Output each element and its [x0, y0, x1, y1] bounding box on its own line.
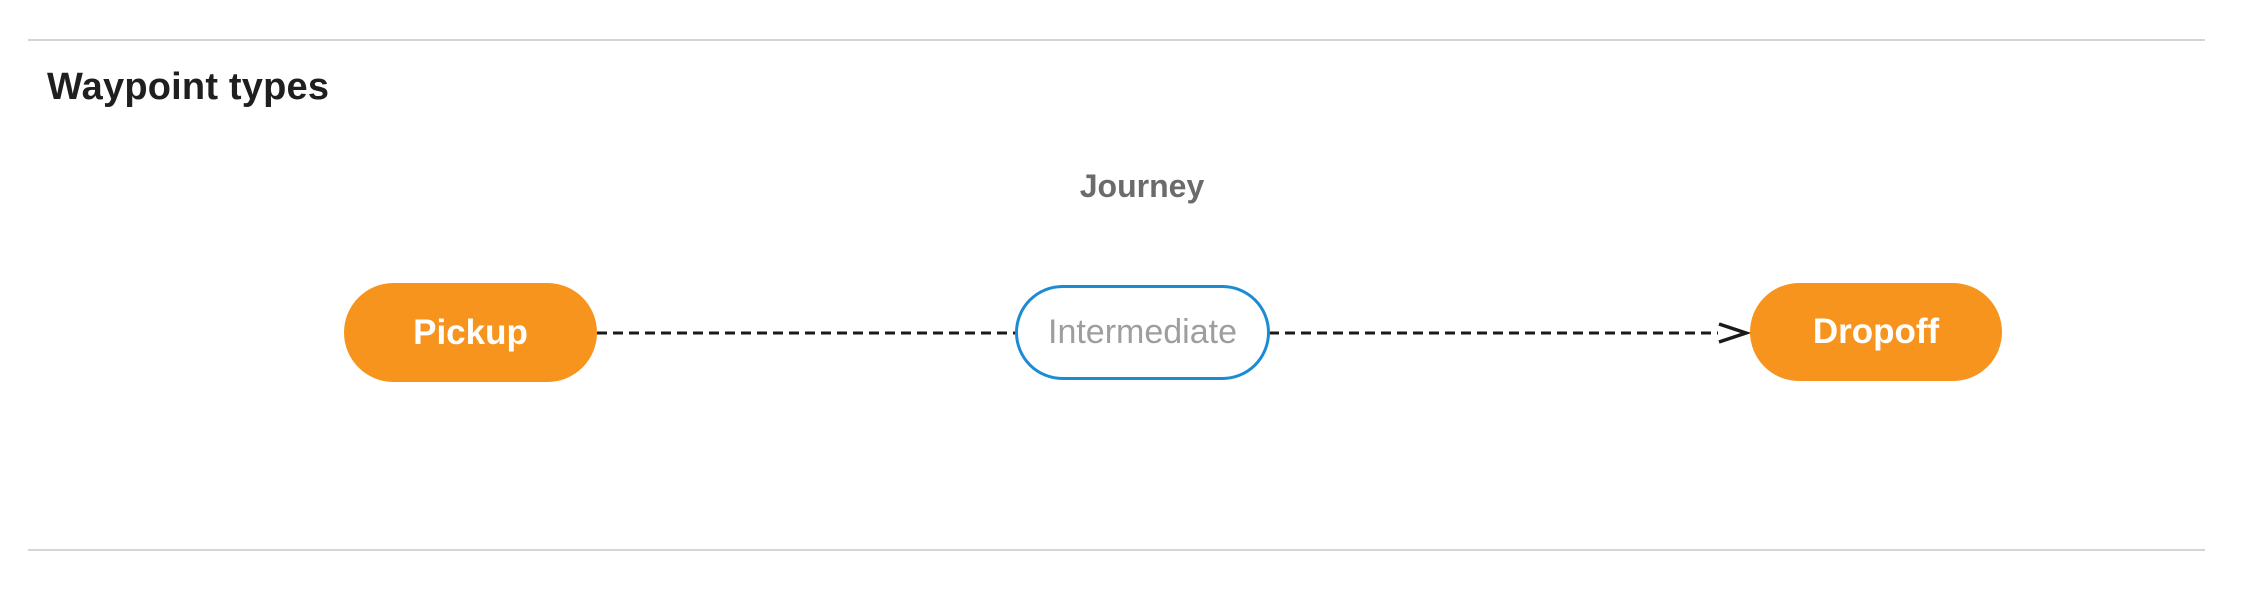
page-title: Waypoint types [47, 66, 330, 108]
top-divider [28, 39, 2205, 41]
intermediate-node-label: Intermediate [1048, 313, 1237, 351]
arrowhead-icon [1718, 322, 1752, 344]
pickup-node-label: Pickup [413, 312, 528, 352]
bottom-divider [28, 549, 2205, 551]
journey-label: Journey [1079, 168, 1205, 204]
dropoff-node: Dropoff [1750, 283, 2002, 381]
pickup-node: Pickup [344, 283, 597, 382]
dropoff-node-label: Dropoff [1812, 312, 1940, 351]
intermediate-node: Intermediate [1015, 285, 1270, 380]
